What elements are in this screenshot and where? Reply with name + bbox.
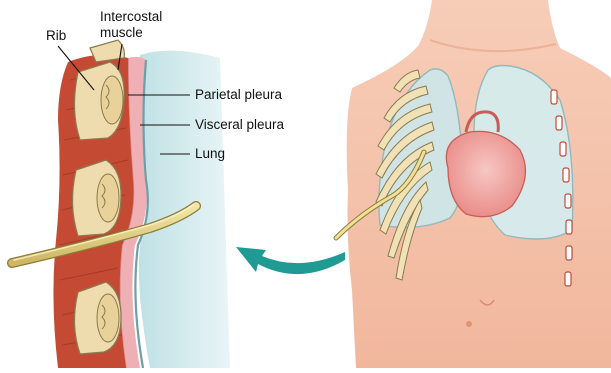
curved-arrow-icon [236, 247, 345, 274]
label-parietal-pleura: Parietal pleura [195, 87, 282, 102]
rib-1 [74, 62, 124, 140]
rib-cross-sections [72, 40, 124, 354]
heart [446, 131, 525, 216]
rib-3 [74, 282, 121, 354]
label-intercostal-line1: Intercostal [100, 9, 162, 24]
label-visceral-pleura: Visceral pleura [195, 117, 284, 132]
rib-2 [72, 160, 121, 236]
label-rib: Rib [46, 28, 66, 43]
label-intercostal-line2: muscle [100, 25, 143, 40]
label-lung: Lung [195, 146, 225, 161]
torso-illustration [336, 0, 611, 368]
